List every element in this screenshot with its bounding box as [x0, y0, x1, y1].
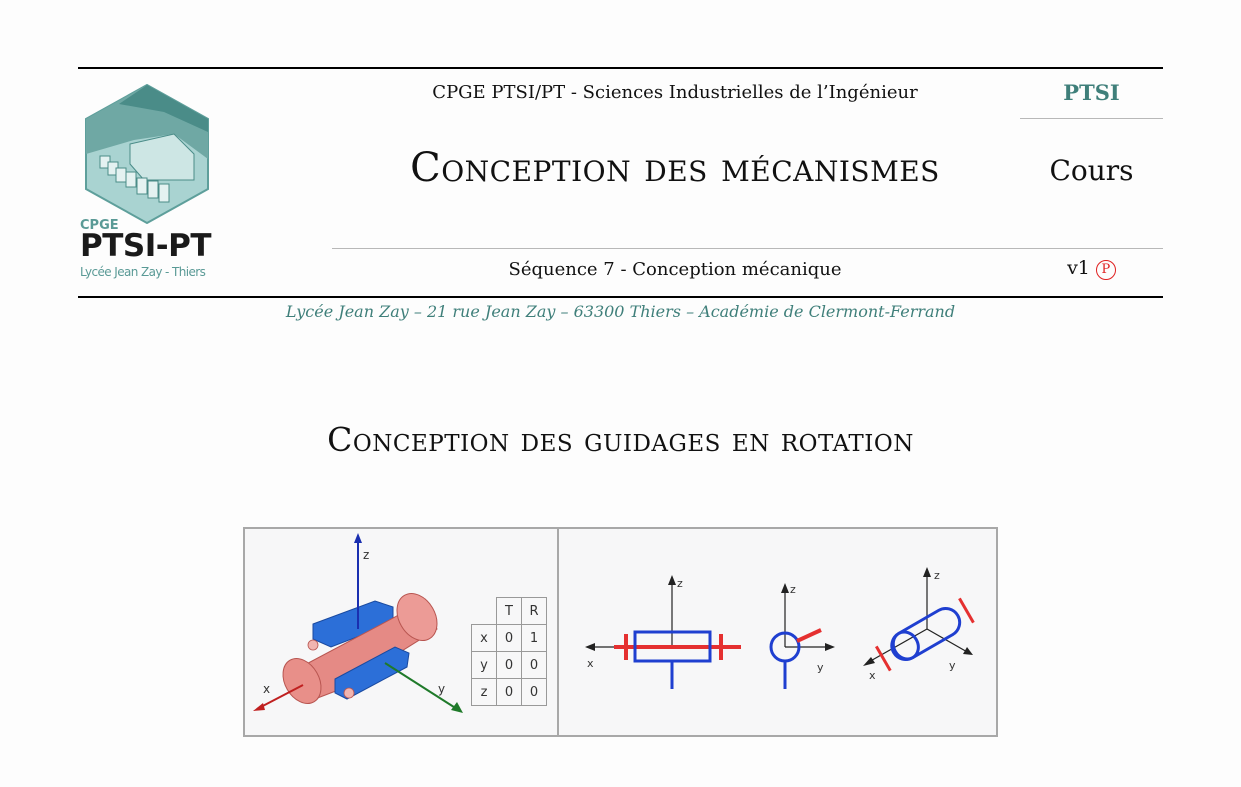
sequence-label: Séquence 7 - Conception mécanique: [508, 259, 842, 280]
figure-divider: [557, 529, 559, 735]
section-title: Conception des guidages en rotation: [327, 420, 914, 459]
svg-text:x: x: [869, 669, 876, 682]
pivot-symbols-diagram-icon: x z z y z x: [585, 567, 975, 689]
dof-table-row: y 0 0: [471, 651, 547, 679]
header-divider-lower: [332, 248, 1163, 249]
svg-text:z: z: [363, 548, 369, 562]
dof-col-header: T: [496, 597, 522, 625]
dof-cell: 0: [496, 651, 522, 679]
school-logo: [84, 83, 210, 225]
dof-row-axis: y: [471, 651, 497, 679]
logo-name-text: PTSI-PT: [80, 228, 211, 264]
dof-cell: 0: [496, 678, 522, 706]
dof-col-header: R: [521, 597, 547, 625]
rotation-guide-figure: z x y T R x 0 1 y 0 0 z 0 0: [243, 527, 998, 737]
svg-text:z: z: [934, 569, 940, 582]
svg-text:y: y: [949, 659, 956, 672]
dof-cell: 0: [496, 624, 522, 652]
school-address: Lycée Jean Zay – 21 rue Jean Zay – 63300…: [285, 302, 956, 321]
shaft-3d-illustration-icon: z x y: [253, 533, 463, 713]
course-header-line: CPGE PTSI/PT - Sciences Industrielles de…: [432, 82, 918, 103]
dof-cell: 0: [521, 678, 547, 706]
logo-cpge-text: CPGE: [80, 218, 119, 233]
header-divider-right: [1020, 118, 1163, 119]
doc-type-label: Cours: [1049, 154, 1134, 187]
dof-cell: 1: [521, 624, 547, 652]
logo-hexagon-icon: [85, 83, 209, 225]
document-title: Conception des mécanismes: [410, 145, 940, 191]
dof-table-row: z 0 0: [471, 678, 547, 706]
dof-row-axis: x: [471, 624, 497, 652]
dof-cell: 0: [521, 651, 547, 679]
version-badge-icon: P: [1095, 260, 1116, 280]
class-label: PTSI: [1063, 80, 1120, 105]
dof-table-header: T R: [472, 597, 547, 625]
version-text: v1: [1067, 257, 1090, 279]
svg-text:z: z: [677, 577, 683, 590]
header-bottom-rule: [78, 296, 1163, 298]
logo-subtitle-text: Lycée Jean Zay - Thiers: [80, 265, 206, 279]
svg-text:y: y: [817, 661, 824, 674]
svg-text:x: x: [587, 657, 594, 670]
svg-text:x: x: [263, 682, 270, 696]
dof-table: T R x 0 1 y 0 0 z 0 0: [471, 597, 547, 706]
svg-text:y: y: [438, 682, 445, 696]
dof-table-row: x 0 1: [471, 624, 547, 652]
header-top-rule: [78, 67, 1163, 69]
svg-text:z: z: [790, 583, 796, 596]
dof-row-axis: z: [471, 678, 497, 706]
